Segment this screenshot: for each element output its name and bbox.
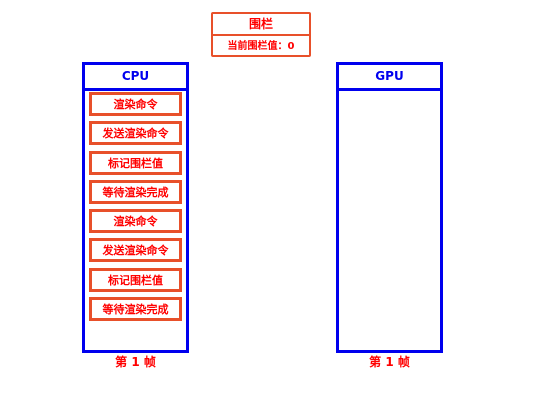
cpu-timeline: CPU 渲染命令 发送渲染命令 标记围栏值 等待渲染完成 渲染命令 发送渲染命令… (82, 62, 189, 353)
cpu-command-block: 等待渲染完成 (89, 297, 182, 321)
cpu-command-block: 渲染命令 (89, 92, 182, 116)
cpu-command-block: 渲染命令 (89, 209, 182, 233)
cpu-command-block: 标记围栏值 (89, 151, 182, 175)
fence-value: 当前围栏值：0 (227, 41, 295, 52)
gpu-timeline: GPU (336, 62, 443, 353)
cpu-command-block: 等待渲染完成 (89, 180, 182, 204)
gpu-frame-label: 第 1 帧 (369, 355, 410, 369)
cpu-command-block: 发送渲染命令 (89, 121, 182, 145)
fence-box: 围栏 当前围栏值：0 (211, 12, 311, 57)
gpu-header: GPU (339, 65, 440, 91)
fence-title: 围栏 (213, 14, 309, 36)
cpu-frame-label: 第 1 帧 (115, 355, 156, 369)
cpu-command-block: 标记围栏值 (89, 268, 182, 292)
cpu-command-block: 发送渲染命令 (89, 238, 182, 262)
cpu-header: CPU (85, 65, 186, 91)
